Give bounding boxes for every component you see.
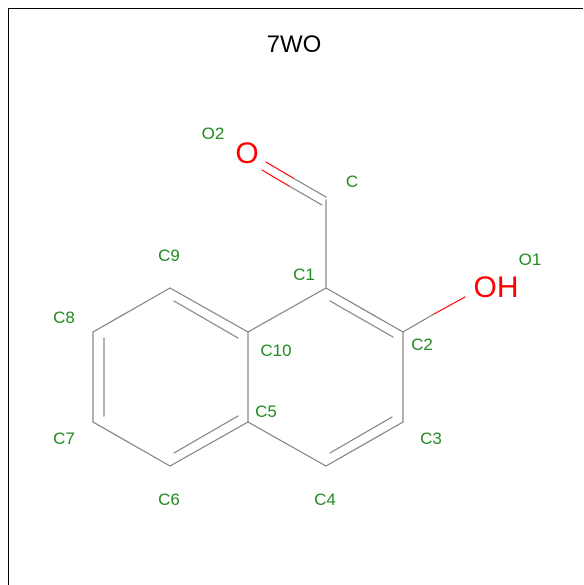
atom-label-C8: C8 xyxy=(53,308,75,327)
atom-label-C5: C5 xyxy=(255,402,277,421)
diagram-frame xyxy=(8,8,583,585)
atom-label-C9: C9 xyxy=(158,246,180,265)
bond-C6-C7 xyxy=(92,421,171,467)
atom-label-O2: O2 xyxy=(202,124,225,143)
atom-label-C6: C6 xyxy=(158,490,180,509)
heteroatom-symbols: O OH xyxy=(235,137,518,304)
bond-C5-C6 xyxy=(169,421,249,467)
bond-C9-C10-inner xyxy=(173,300,239,339)
bonds xyxy=(92,161,466,467)
bond-C1-C2 xyxy=(325,287,404,333)
atom-label-C4: C4 xyxy=(314,490,336,509)
bond-C5-C6-inner xyxy=(173,415,239,454)
hydroxyl-symbol: OH xyxy=(474,271,519,304)
atom-label-C: C xyxy=(346,172,358,191)
atom-label-O1: O1 xyxy=(519,250,542,269)
bond-line xyxy=(288,185,323,206)
bond-C2-O1 xyxy=(402,296,466,333)
bond-C3-C4 xyxy=(325,421,404,467)
bond-C-O2 xyxy=(261,161,327,206)
atom-labels: O2 C C1 O1 C2 C3 C4 C5 C6 C7 C8 C9 C10 xyxy=(53,124,541,509)
atom-label-C3: C3 xyxy=(420,429,442,448)
bond-C9-C10 xyxy=(169,287,249,333)
atom-label-C7: C7 xyxy=(53,429,75,448)
oxygen-symbol: O xyxy=(235,137,258,170)
bond-C8-C9 xyxy=(92,287,171,333)
bond-line xyxy=(265,161,294,179)
bond-line xyxy=(261,169,290,187)
diagram-title: 7WO xyxy=(267,31,322,58)
atom-label-C1: C1 xyxy=(293,265,315,284)
bond-line xyxy=(292,177,327,198)
bond-C4-C5 xyxy=(247,421,327,467)
bond-C1-C2-inner xyxy=(329,300,394,338)
atom-label-C10: C10 xyxy=(260,341,291,360)
bond-line xyxy=(433,296,466,315)
bond-line xyxy=(402,313,435,333)
atom-label-C2: C2 xyxy=(411,335,433,354)
bond-C10-C1 xyxy=(247,287,327,333)
bond-C3-C4-inner xyxy=(329,416,393,454)
